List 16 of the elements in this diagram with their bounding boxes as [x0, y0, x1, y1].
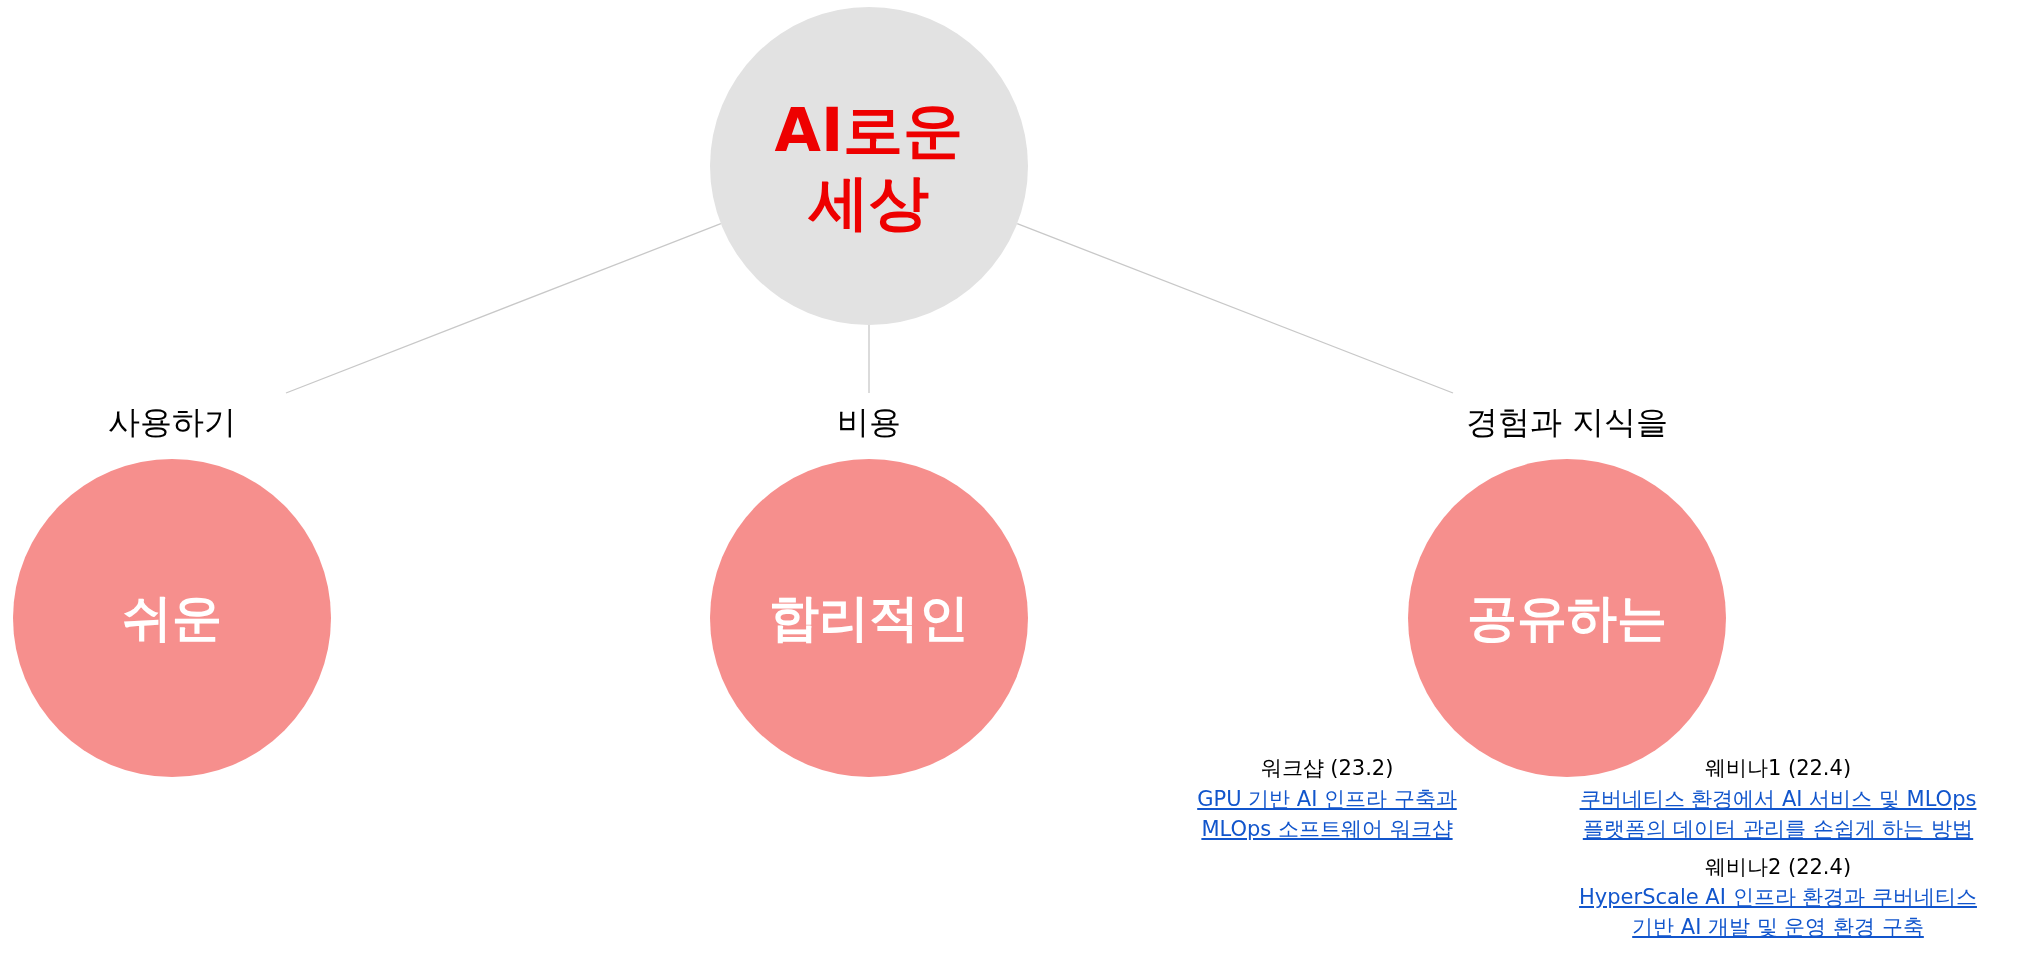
circle-text: 공유하는: [1467, 587, 1667, 649]
event-label: 워크샵 (23.2): [1259, 755, 1395, 782]
connector-line: [1016, 222, 1454, 394]
event-label: 웨비나1 (22.4): [1703, 755, 1853, 782]
title-text: AI로운 세상: [773, 94, 965, 238]
circle-text: 합리적인: [769, 587, 969, 649]
link: 쿠버네티스 환경에서 AI 서비스 및 MLOps 플랫폼의 데이터 관리를 손쉽게 하는 방법: [1578, 786, 1978, 843]
link: HyperScale AI 인프라 환경과 쿠버네티스 기반 AI 개발 및 운영 환경 구축: [1578, 884, 1978, 941]
circle-heading: 사용하기: [108, 401, 236, 443]
circle-heading: 비용: [837, 401, 901, 443]
event-label: 웨비나2 (22.4): [1703, 854, 1853, 881]
link: GPU 기반 AI 인프라 구축과 MLOps 소프트웨어 워크샵: [1196, 786, 1458, 843]
circle-text: 쉬운: [122, 587, 222, 649]
connector-line: [285, 223, 722, 394]
circle-heading: 경험과 지식을: [1465, 401, 1669, 443]
connector-line: [868, 324, 870, 394]
